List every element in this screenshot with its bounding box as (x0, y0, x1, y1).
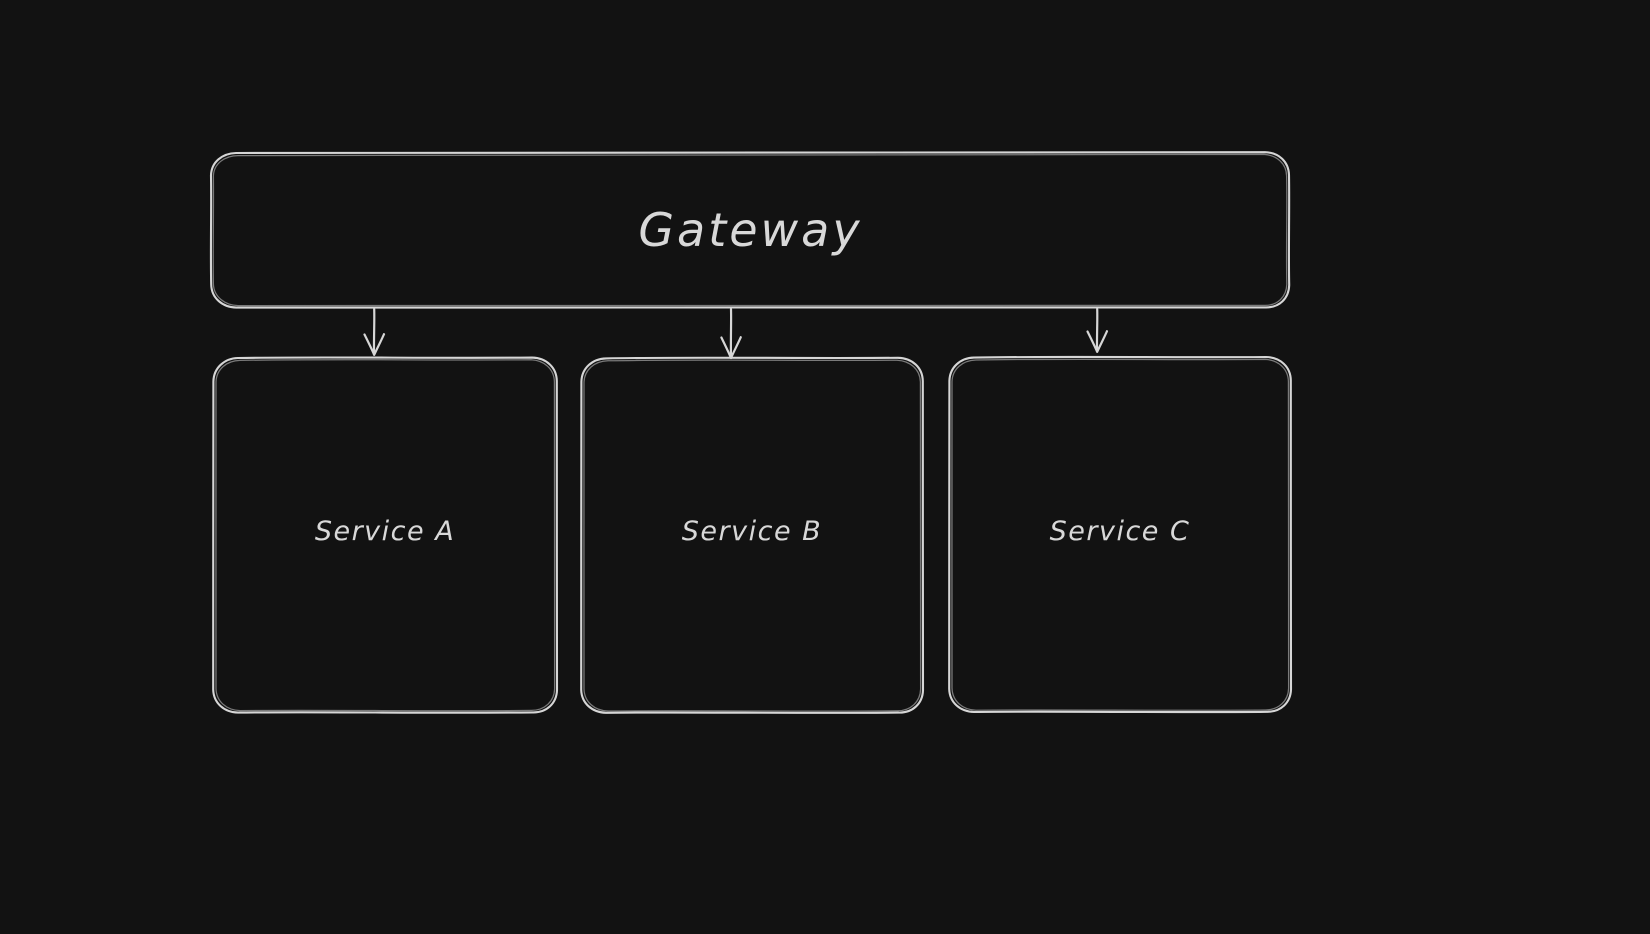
node-service-b[interactable] (579, 356, 925, 714)
gateway-to-service-c-arrowhead (1086, 330, 1109, 353)
gateway-box-outline-second-pass (212, 153, 1288, 307)
service-c-box-outline (947, 355, 1293, 714)
node-label-service-a: Service A (314, 516, 456, 547)
service-b-box-outline-second-pass (583, 359, 922, 712)
node-label-service-b: Service B (681, 516, 823, 547)
service-a-box-outline-second-pass (215, 359, 556, 712)
node-label-service-c: Service C (1049, 516, 1191, 547)
service-c-box-outline-second-pass (951, 358, 1290, 711)
edge-gateway-to-service-c[interactable] (1086, 307, 1109, 353)
node-gateway[interactable] (209, 151, 1291, 309)
edge-gateway-to-service-b[interactable] (720, 307, 742, 360)
gateway-box-outline (209, 151, 1291, 309)
gateway-to-service-a-arrowhead (363, 333, 386, 356)
edge-gateway-to-service-a[interactable] (363, 307, 386, 356)
service-a-box-outline (211, 356, 559, 714)
node-service-a[interactable] (211, 356, 559, 714)
gateway-to-service-b-arrowhead (720, 336, 742, 360)
node-service-c[interactable] (947, 355, 1293, 714)
service-b-box-outline (579, 356, 925, 714)
node-label-gateway: Gateway (638, 203, 863, 257)
